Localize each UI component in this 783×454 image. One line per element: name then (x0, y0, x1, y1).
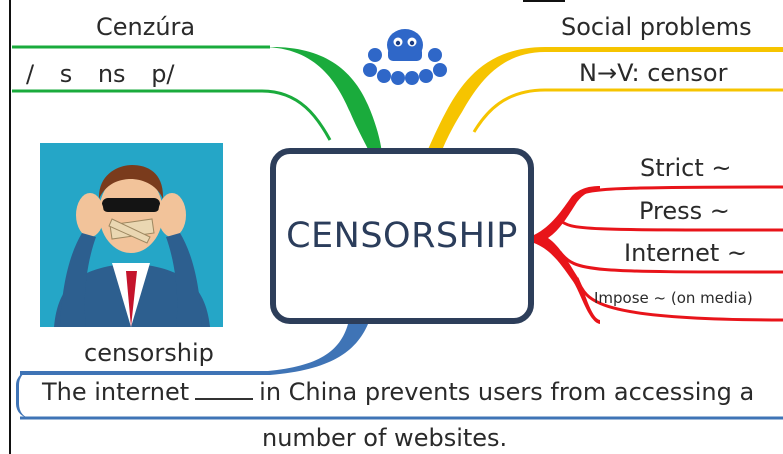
collocation-press: Press ~ (639, 197, 730, 225)
left-border (9, 0, 11, 454)
sentence-part-1: The internet (42, 378, 190, 406)
octopus-icon (363, 29, 447, 85)
social-problems-title: Social problems (561, 13, 752, 41)
example-sentence-bracket (16, 371, 781, 418)
central-topic-box: CENSORSHIP (270, 148, 534, 324)
translation-title: Cenzúra (96, 13, 196, 41)
gap-blank (195, 382, 254, 400)
red-hub (534, 186, 600, 324)
collocation-strict: Strict ~ (640, 154, 732, 182)
green-underline-2 (12, 89, 332, 141)
verb-form-text: N→V: censor (579, 59, 728, 87)
example-sentence-line-2: number of websites. (262, 424, 508, 452)
yellow-underline-2 (472, 88, 783, 133)
collocation-internet: Internet ~ (624, 239, 748, 267)
picture-caption: censorship (84, 339, 214, 367)
top-border-stub (523, 0, 565, 2)
pronunciation-text: / s ns p/ (26, 60, 175, 88)
central-topic-label: CENSORSHIP (286, 216, 518, 256)
example-sentence-line-1: The internet in China prevents users from… (42, 380, 754, 404)
collocation-impose: Impose ~ (on media) (594, 289, 753, 307)
sentence-part-2: in China prevents users from accessing a (259, 378, 755, 406)
censorship-illustration (40, 143, 223, 327)
